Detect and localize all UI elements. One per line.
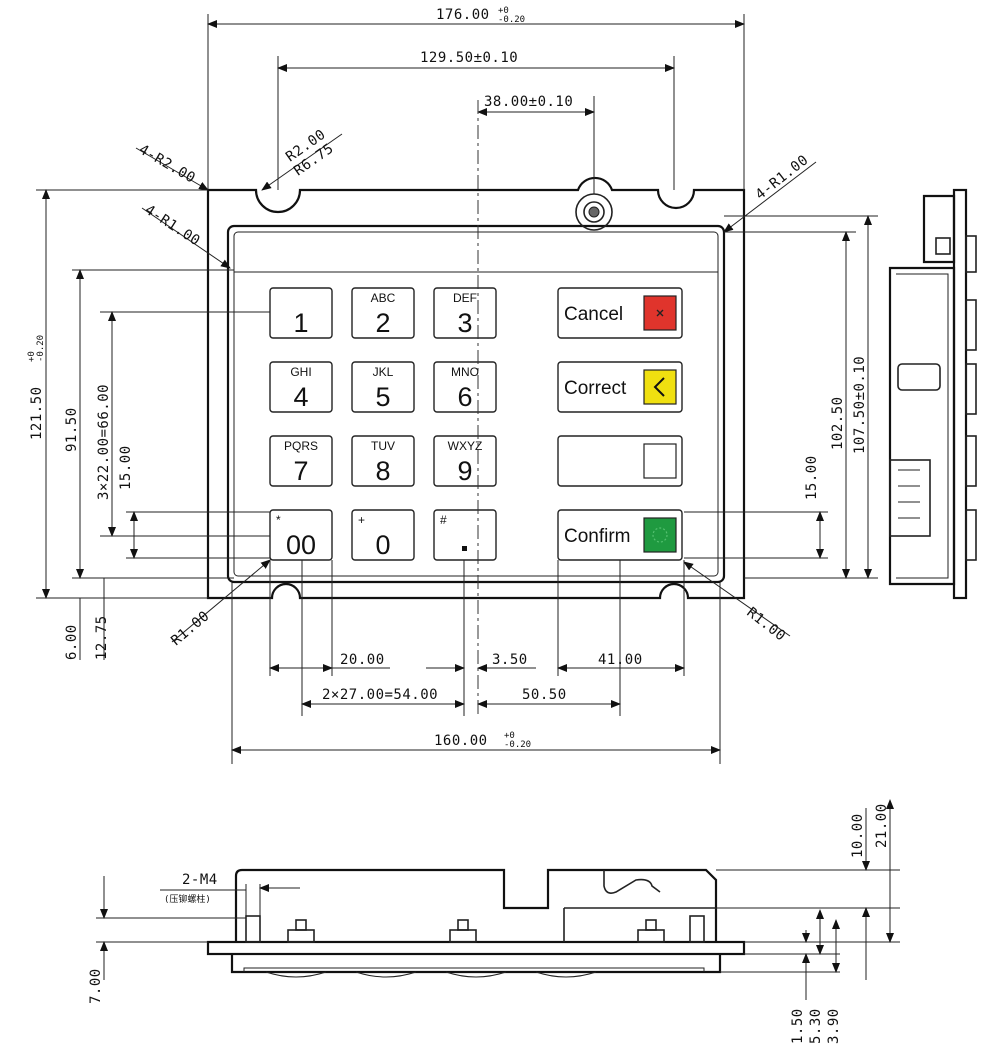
- dim-r100-bottom-right: R1.00: [744, 605, 789, 645]
- bottom-view: [206, 868, 746, 978]
- side-view: [888, 188, 977, 600]
- dim-390: 3.90: [826, 1008, 842, 1044]
- svg-text:+0: +0: [504, 731, 515, 741]
- key-main-label: 0: [375, 530, 390, 560]
- dim-1275: 12.75: [94, 615, 110, 660]
- key-8[interactable]: TUV 8: [351, 435, 415, 487]
- dim-height-9150: 91.50: [64, 407, 80, 452]
- keypad-panel: [226, 224, 726, 584]
- dim-r100-bottom-left: R1.00: [168, 608, 212, 649]
- dim-4100: 41.00: [598, 652, 643, 668]
- bottom-dimensions: 2-M4 (压铆螺柱) 7.00 10.00 21.00 1.50 5.30 3…: [88, 799, 900, 1044]
- key-main-label: 8: [375, 456, 390, 486]
- function-key-label: Confirm: [564, 526, 631, 547]
- dim-600: 6.00: [64, 624, 80, 660]
- key-main-label: 1: [293, 308, 308, 338]
- dim-350: 3.50: [492, 652, 528, 668]
- dim-m4-note: (压铆螺柱): [164, 893, 211, 905]
- key-sub-label: MNO: [451, 365, 479, 379]
- key-sub-label: #: [440, 513, 447, 527]
- circle-icon: [643, 517, 677, 553]
- key-00[interactable]: * 00: [269, 509, 333, 561]
- key-3[interactable]: DEF 3: [433, 287, 497, 339]
- svg-text:+0: +0: [27, 351, 37, 362]
- screw-boss-inner: [583, 201, 605, 223]
- function-key-blank[interactable]: [557, 435, 683, 487]
- key-sub-label: DEF: [453, 291, 477, 305]
- key-sub-label: GHI: [290, 365, 311, 379]
- function-key-cancel[interactable]: Cancel: [557, 287, 683, 339]
- key-main-label: 7: [293, 456, 308, 486]
- dim-2000: 20.00: [340, 652, 385, 668]
- dim-530: 5.30: [808, 1008, 824, 1044]
- dim-key-pitch-v: 3×22.00=66.00: [96, 384, 112, 500]
- dim-m4-label: 2-M4: [182, 872, 218, 888]
- key-main-label: 3: [457, 308, 472, 338]
- function-key-correct[interactable]: Correct: [557, 361, 683, 413]
- function-key-label: Cancel: [564, 304, 623, 325]
- key-sub-label: *: [276, 513, 281, 527]
- key-sub-label: JKL: [373, 365, 394, 379]
- dim-screw-offset: 38.00±0.10: [484, 94, 573, 110]
- front-dimensions: 176.00 +0 -0.20 129.50±0.10 38.00±0.10 4…: [27, 6, 878, 764]
- key-sub-label: ABC: [371, 291, 396, 305]
- nut-right: [637, 919, 665, 943]
- svg-text:-0.20: -0.20: [504, 740, 531, 750]
- key-sub-label: PQRS: [284, 439, 318, 453]
- key-1[interactable]: 1: [269, 287, 333, 339]
- dim-150: 1.50: [790, 1008, 806, 1044]
- dim-5050: 50.50: [522, 687, 567, 703]
- blank-square-icon: [643, 443, 677, 479]
- key-main-label: 6: [457, 382, 472, 412]
- svg-text:-0.20: -0.20: [498, 15, 525, 25]
- key-6[interactable]: MNO 6: [433, 361, 497, 413]
- dim-key-height-right: 15.00: [804, 455, 820, 500]
- dim-corner-r200: 4-R2.00: [136, 142, 198, 187]
- key-4[interactable]: GHI 4: [269, 361, 333, 413]
- key-main-label: 00: [286, 530, 316, 560]
- dim-height-10750: 107.50±0.10: [852, 356, 868, 454]
- key-main-label: 4: [293, 382, 308, 412]
- screw-head: [588, 206, 600, 218]
- dim-700: 7.00: [88, 968, 104, 1004]
- key-2[interactable]: ABC 2: [351, 287, 415, 339]
- function-key-label: Correct: [564, 378, 627, 399]
- dim-height-10250: 102.50: [830, 396, 846, 450]
- key-main-label: 5: [375, 382, 390, 412]
- dim-corner-r100-right: 4-R1.00: [753, 152, 812, 203]
- key-0[interactable]: +0: [351, 509, 415, 561]
- dim-overall-width: 176.00: [436, 7, 490, 23]
- chevron-left-icon: [643, 369, 677, 405]
- key-dot[interactable]: #.: [433, 509, 497, 561]
- dim-body-width: 160.00: [434, 733, 488, 749]
- key-9[interactable]: WXYZ 9: [433, 435, 497, 487]
- key-sub-label: TUV: [371, 439, 395, 453]
- dim-1000: 10.00: [850, 813, 866, 858]
- key-main-label: 2: [375, 308, 390, 338]
- dim-2100: 21.00: [874, 803, 890, 848]
- nut-left: [287, 919, 315, 943]
- bezel-outline: [206, 176, 746, 600]
- dim-key-pitch-h: 2×27.00=54.00: [322, 687, 438, 703]
- function-key-confirm[interactable]: Confirm: [557, 509, 683, 561]
- key-sub-label: WXYZ: [448, 439, 483, 453]
- dim-corner-r100-left: 4-R1.00: [142, 202, 203, 249]
- svg-text:-0.20: -0.20: [36, 335, 46, 362]
- nut-center: [449, 919, 477, 943]
- key-main-label: .: [461, 526, 469, 556]
- svg-text:+0: +0: [498, 6, 509, 16]
- key-main-label: 9: [457, 456, 472, 486]
- keypad-panel-inner: [233, 231, 719, 577]
- dim-overall-height: 121.50: [29, 386, 45, 440]
- key-7[interactable]: PQRS 7: [269, 435, 333, 487]
- dim-key-height-left: 15.00: [118, 445, 134, 490]
- dim-hole-spacing: 129.50±0.10: [420, 50, 518, 66]
- key-sub-label: +: [358, 513, 365, 527]
- key-5[interactable]: JKL 5: [351, 361, 415, 413]
